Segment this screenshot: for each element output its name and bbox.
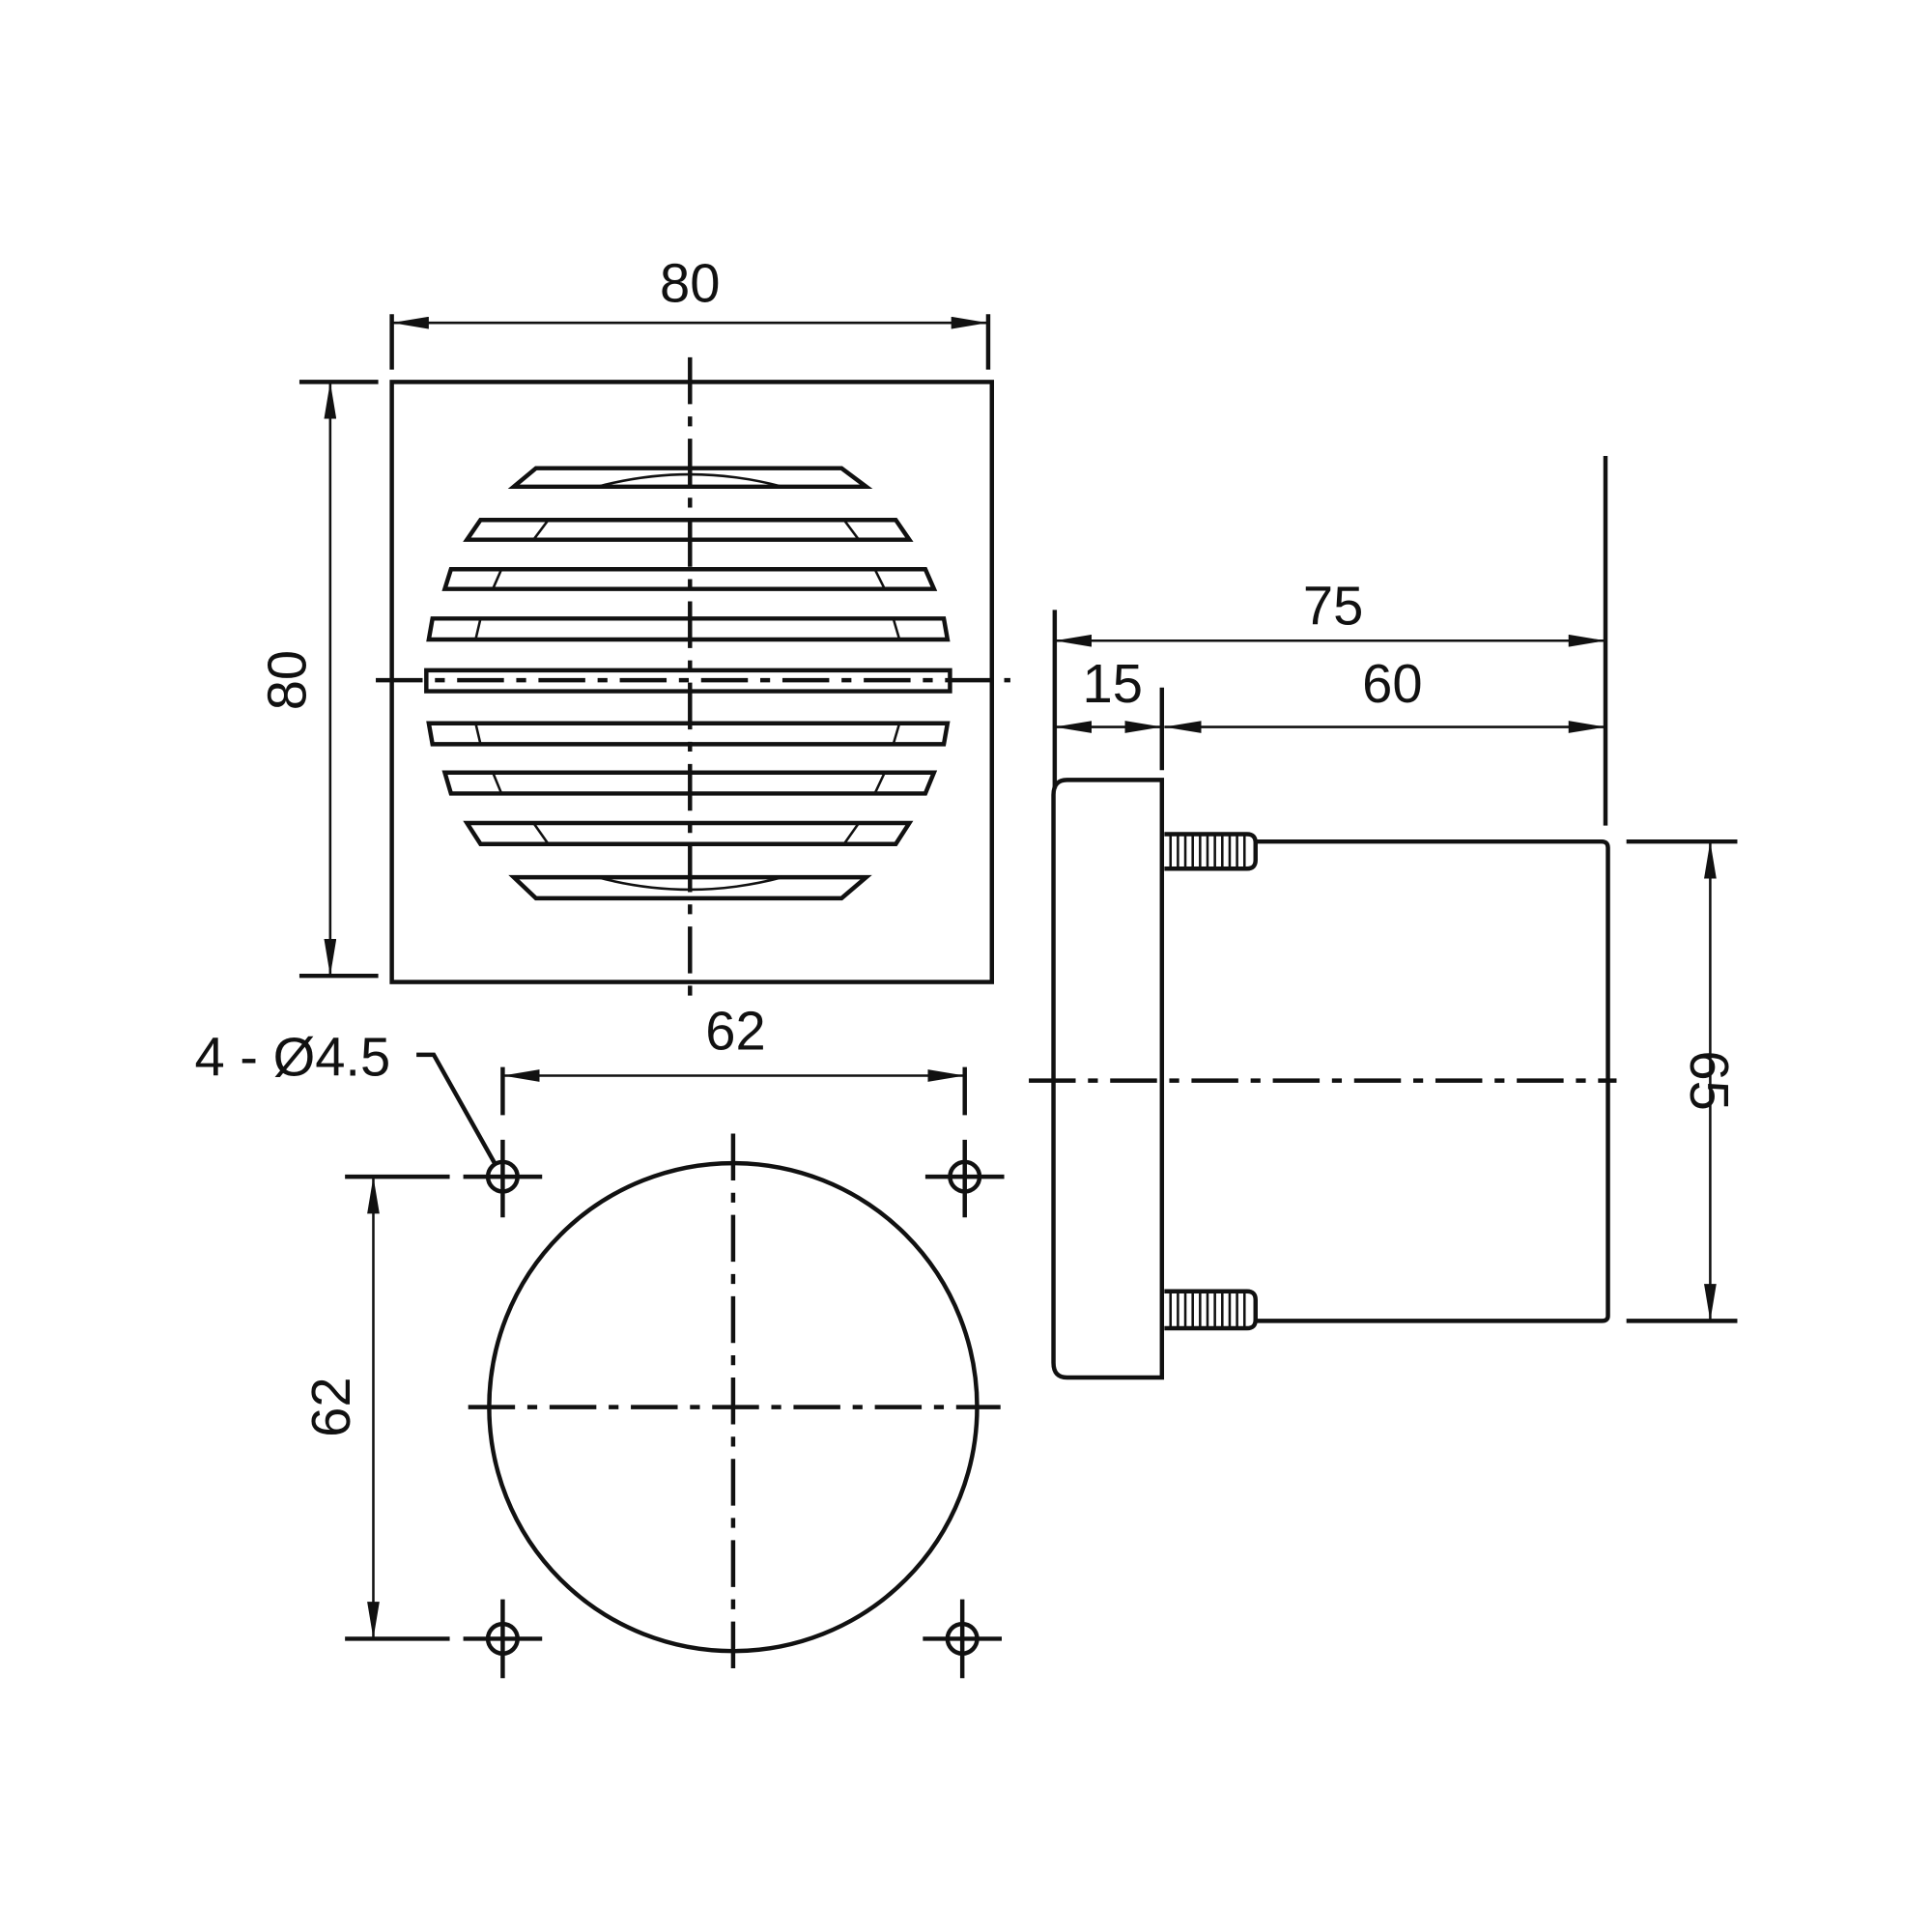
louver <box>426 721 951 747</box>
hole-callout-label: 4 - Ø4.5 <box>195 1027 391 1088</box>
hole-spacing-horizontal-label: 62 <box>705 1001 765 1062</box>
threaded-studs <box>1164 832 1258 1331</box>
front-width-label: 80 <box>660 253 720 314</box>
louver <box>508 874 872 901</box>
louver <box>426 616 951 642</box>
front-height-label: 80 <box>256 650 317 710</box>
body-depth-label: 60 <box>1362 653 1422 714</box>
louver <box>424 668 952 694</box>
louver <box>463 820 914 846</box>
flange-thickness-label: 15 <box>1083 653 1143 714</box>
overall-depth-label: 75 <box>1303 576 1363 637</box>
front-view: 80 80 <box>256 253 1010 996</box>
mounting-cutout-view: 62 62 4 - Ø4.5 <box>195 1001 1005 1679</box>
louver <box>441 770 938 796</box>
mounting-hole <box>463 1139 543 1218</box>
flange-outline <box>1051 778 1165 1380</box>
hole-callout-leader <box>416 1052 497 1166</box>
mounting-hole <box>463 1599 543 1679</box>
mounting-hole <box>924 1139 1005 1218</box>
hole-spacing-vertical-label: 62 <box>300 1377 361 1436</box>
side-view: 75 15 60 65 <box>1029 455 1740 1380</box>
mounting-holes <box>463 1139 1005 1679</box>
louver <box>507 466 873 490</box>
grille-louvers <box>424 466 952 901</box>
body-diameter-label: 65 <box>1679 1050 1740 1110</box>
mounting-hole <box>923 1599 1002 1679</box>
louver <box>441 567 938 591</box>
louver <box>463 518 914 542</box>
